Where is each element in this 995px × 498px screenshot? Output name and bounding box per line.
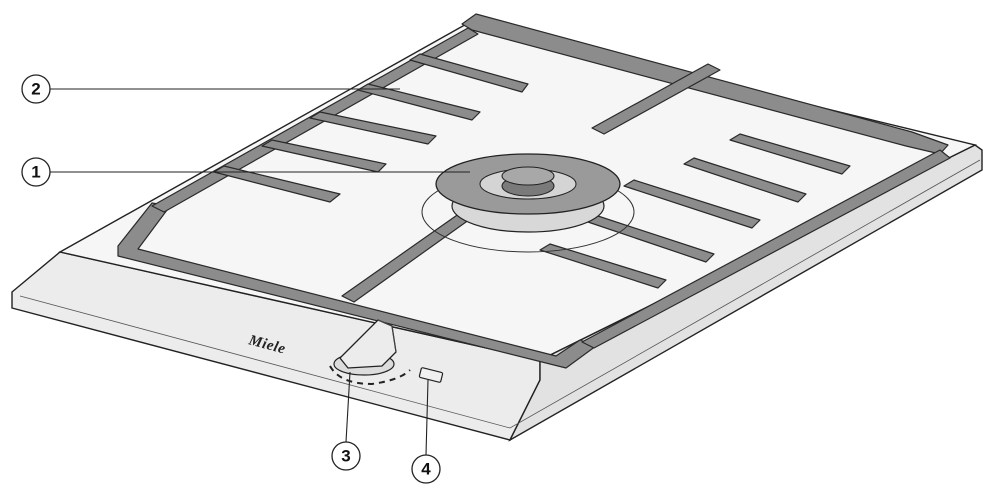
leader-3 [345,371,351,443]
grate-finger-right-3 [623,179,761,229]
grate-finger-left-5 [213,165,341,203]
grate-finger-left-2 [357,83,481,121]
grate-frame-right [581,149,951,349]
callout-3: 3 [331,441,361,471]
control-knob-icon[interactable] [329,319,411,386]
grate-finger-left-1 [409,53,529,93]
callout-circle [21,157,51,187]
knob-scale [329,365,411,386]
leader-4 [425,379,429,456]
pan-support-grate [117,13,951,369]
callout-4: 4 [411,454,441,484]
callout-number: 4 [421,460,431,479]
callout-number: 2 [31,80,40,99]
wok-burner [421,153,635,253]
hob-edge-line [19,159,981,429]
indicator-lamp-icon [418,367,444,383]
grate-finger-right-1 [729,133,851,175]
callout-number: 3 [341,447,350,466]
grate-finger-left-4 [261,139,387,173]
grate-finger-left-3 [309,111,437,145]
grate-finger-right-5 [539,243,667,289]
callout-1: 1 [21,157,51,187]
knob-grip-edge [377,319,397,353]
callout-circle [411,454,441,484]
callout-circle [21,74,51,104]
grate-crossbar-upper [591,63,721,135]
callout-leaders [50,88,470,456]
grate-frame-back [461,13,949,155]
callout-2: 2 [21,74,51,104]
callout-circle [331,441,361,471]
grate-finger-right-2 [683,157,807,203]
burner-cap [501,166,555,186]
callout-number: 1 [31,163,40,182]
